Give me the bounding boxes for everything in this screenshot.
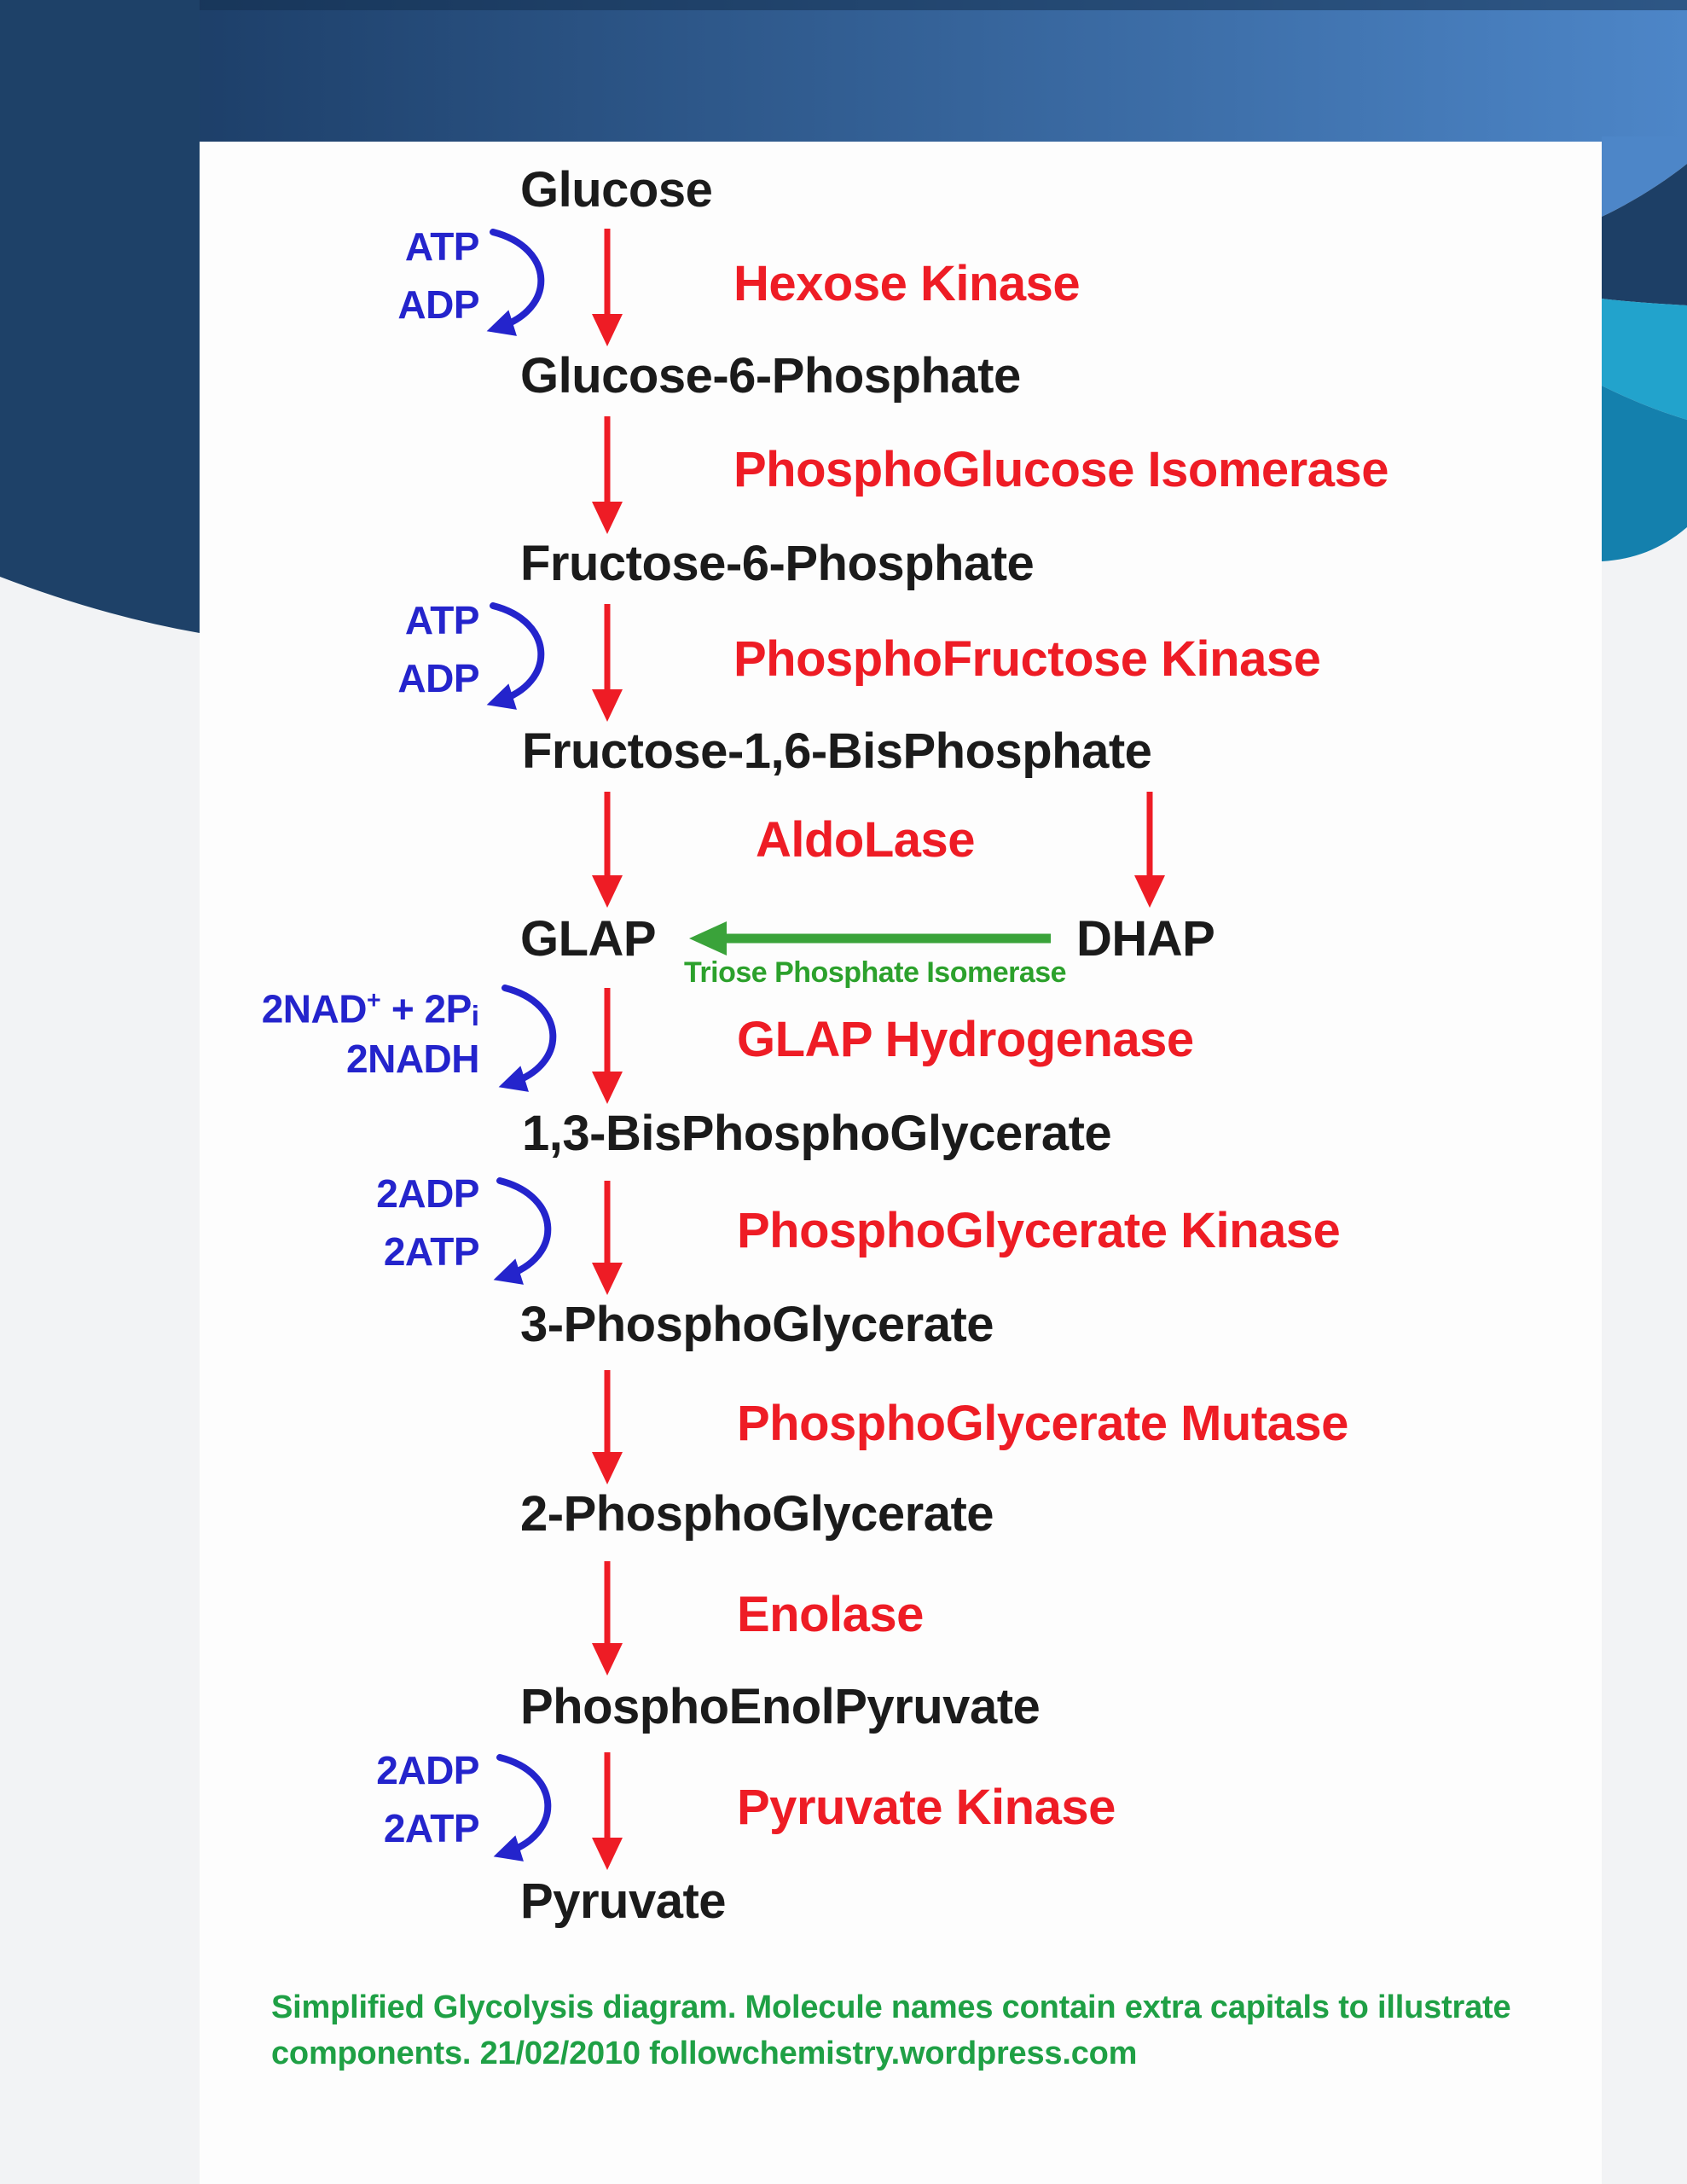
molecule-glucose-6-phosphate: Glucose-6-Phosphate xyxy=(520,348,1021,404)
nad-mid: + 2P xyxy=(380,986,472,1031)
cofactor-adp-1: ADP xyxy=(397,282,479,327)
enzyme-hexose-kinase: Hexose Kinase xyxy=(733,256,1081,311)
enzyme-phosphoglucose-isomerase: PhosphoGlucose Isomerase xyxy=(733,442,1389,497)
enzyme-enolase: Enolase xyxy=(737,1587,924,1642)
cofactor-2adp-1: 2ADP xyxy=(376,1171,479,1216)
molecule-1-3-bisphosphoglycerate: 1,3-BisPhosphoGlycerate xyxy=(522,1106,1112,1161)
pi-subscript: i xyxy=(471,1001,479,1033)
content-panel xyxy=(200,142,1602,2184)
right-swoosh-group xyxy=(1602,136,1687,561)
caption-line-2: components. 21/02/2010 followchemistry.w… xyxy=(271,2036,1138,2071)
nad-prefix: 2NAD xyxy=(261,986,368,1031)
enzyme-glap-hydrogenase: GLAP Hydrogenase xyxy=(737,1012,1194,1067)
caption-line-1: Simplified Glycolysis diagram. Molecule … xyxy=(271,1989,1511,2025)
molecule-fructose-1-6-bisphosphate: Fructose-1,6-BisPhosphate xyxy=(522,723,1152,779)
top-band-edge xyxy=(0,0,1687,10)
molecule-glap: GLAP xyxy=(520,911,657,967)
swoosh-teal xyxy=(1602,386,1687,561)
swoosh-lightblue xyxy=(1602,136,1687,217)
enzyme-phosphoglycerate-mutase: PhosphoGlycerate Mutase xyxy=(737,1396,1348,1451)
molecule-phosphoenolpyruvate: PhosphoEnolPyruvate xyxy=(520,1679,1041,1734)
nad-superscript: + xyxy=(366,987,381,1014)
molecule-2-phosphoglycerate: 2-PhosphoGlycerate xyxy=(520,1486,994,1542)
top-band xyxy=(0,0,1687,142)
molecule-glucose: Glucose xyxy=(520,162,713,218)
cofactor-2atp-2: 2ATP xyxy=(383,1806,480,1850)
cofactor-atp-1: ATP xyxy=(404,224,480,269)
swoosh-navy xyxy=(1602,164,1687,305)
cofactor-nadh: 2NADH xyxy=(346,1037,479,1081)
left-column xyxy=(0,0,200,633)
enzyme-phosphoglycerate-kinase: PhosphoGlycerate Kinase xyxy=(737,1203,1341,1258)
tpi-label: Triose Phosphate Isomerase xyxy=(684,956,1067,989)
cofactor-atp-2: ATP xyxy=(404,598,480,642)
cofactor-2adp-2: 2ADP xyxy=(376,1748,479,1792)
enzyme-phosphofructose-kinase: PhosphoFructose Kinase xyxy=(733,631,1321,687)
swoosh-cyan xyxy=(1602,299,1687,420)
cofactor-2atp-1: 2ATP xyxy=(383,1229,480,1274)
cofactor-adp-2: ADP xyxy=(397,656,479,700)
molecule-fructose-6-phosphate: Fructose-6-Phosphate xyxy=(520,536,1035,591)
molecule-3-phosphoglycerate: 3-PhosphoGlycerate xyxy=(520,1297,994,1352)
enzyme-aldolase: AldoLase xyxy=(756,812,976,868)
molecule-pyruvate: Pyruvate xyxy=(520,1873,727,1929)
molecule-dhap: DHAP xyxy=(1076,911,1215,967)
cofactor-nad-pi: 2NAD+ + 2Pi xyxy=(198,978,479,1037)
enzyme-pyruvate-kinase: Pyruvate Kinase xyxy=(737,1780,1116,1835)
